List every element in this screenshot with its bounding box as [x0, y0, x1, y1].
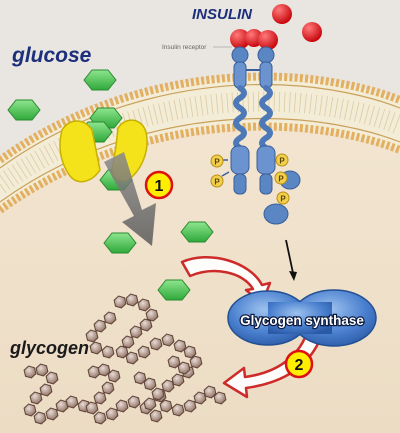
phosphate-icon: P [275, 153, 289, 167]
glycogen-unit-icon [203, 385, 217, 399]
glycogen-unit-icon [33, 411, 47, 425]
glycogen-synthase-enzyme: Glycogen synthase [227, 289, 377, 347]
glycogen-unit-icon [189, 355, 203, 369]
glycogen-unit-icon [115, 345, 129, 359]
phosphate-icon: P [276, 191, 290, 205]
glycogen-unit-icon [125, 351, 139, 365]
glycogen-unit-icon [161, 333, 175, 347]
insulin-molecule-icon [258, 30, 278, 50]
glycogen-unit-icon [137, 345, 151, 359]
glucose-transporter-icon [59, 119, 148, 183]
phosphate-icon: P [274, 171, 288, 185]
glucose-hexagon-icon [103, 232, 137, 254]
glycogen-chains [23, 293, 227, 425]
glycogen-unit-icon [143, 377, 157, 391]
phosphate-label: P [280, 195, 286, 204]
phosphate-icon: P [210, 174, 224, 188]
glycogen-synthase-label: Glycogen synthase [240, 313, 364, 328]
glycogen-unit-icon [133, 371, 147, 385]
insulin-receptor-label: Insulin receptor [162, 44, 207, 51]
glycogen-unit-icon [101, 381, 115, 395]
step-1-badge: 1 [144, 170, 174, 200]
glycogen-unit-icon [105, 407, 119, 421]
step-2-badge: 2 [284, 349, 314, 379]
glycogen-unit-icon [159, 399, 173, 413]
glycogen-unit-icon [101, 345, 115, 359]
glycogen-unit-icon [85, 401, 99, 415]
glycogen-unit-icon [151, 387, 165, 401]
glycogen-unit-icon [93, 319, 107, 333]
glycogen-unit-icon [23, 365, 37, 379]
phosphate-groups: P P P P P [210, 153, 290, 205]
insulin-molecule-icon [302, 22, 322, 42]
glycogen-unit-icon [121, 335, 135, 349]
glycogen-unit-icon [149, 337, 163, 351]
glycogen-unit-icon [115, 399, 129, 413]
insulin-molecule-icon [272, 4, 292, 24]
glycogen-unit-icon [129, 325, 143, 339]
phosphate-label: P [214, 158, 220, 167]
glycogen-unit-icon [93, 411, 107, 425]
glycogen-unit-icon [113, 295, 127, 309]
signal-arrow-icon [285, 239, 297, 281]
glycogen-unit-icon [167, 355, 181, 369]
glucose-hexagon-icon [7, 99, 41, 121]
glycogen-unit-icon [107, 369, 121, 383]
glycogen-unit-icon [183, 399, 197, 413]
insulin-molecules [230, 4, 322, 50]
glycogen-unit-icon [65, 395, 79, 409]
glycogen-unit-icon [45, 407, 59, 421]
glycogen-unit-icon [149, 409, 163, 423]
glycogen-unit-icon [139, 318, 153, 332]
glycogen-unit-icon [183, 345, 197, 359]
glycogen-unit-icon [173, 339, 187, 353]
step-1-label: 1 [155, 178, 164, 195]
insulin-label: INSULIN [192, 6, 253, 23]
glycogen-unit-icon [93, 391, 107, 405]
phosphate-label: P [279, 157, 285, 166]
glucose-uptake-arrow-icon [104, 152, 156, 246]
glycogen-unit-icon [161, 379, 175, 393]
glycogen-unit-icon [171, 373, 185, 387]
step-2-label: 2 [295, 357, 304, 374]
phosphate-label: P [214, 178, 220, 187]
glucose-label: glucose [11, 44, 92, 67]
glycogen-unit-icon [29, 391, 43, 405]
glycogen-unit-icon [23, 403, 37, 417]
glycogen-unit-icon [177, 361, 191, 375]
glycogen-unit-icon [145, 308, 159, 322]
glucose-hexagon-icon [157, 279, 191, 301]
glycogen-unit-icon [125, 293, 139, 307]
glycogen-unit-icon [171, 403, 185, 417]
glycogen-unit-icon [45, 371, 59, 385]
insulin-molecule-icon [230, 29, 250, 49]
glycogen-unit-icon [103, 311, 117, 325]
glycogen-unit-icon [143, 397, 157, 411]
phosphate-icon: P [210, 154, 224, 168]
glycogen-unit-icon [85, 329, 99, 343]
glycogen-label: glycogen [9, 338, 89, 358]
glycogen-unit-icon [89, 341, 103, 355]
phosphate-label: P [278, 175, 284, 184]
glycogen-unit-icon [97, 363, 111, 377]
glycogen-unit-icon [137, 298, 151, 312]
glycogen-unit-icon [39, 383, 53, 397]
glucose-hexagon-icon [180, 221, 214, 243]
glycogen-unit-icon [127, 395, 141, 409]
glycogen-unit-icon [213, 391, 227, 405]
glucose-hexagon-icon [83, 69, 117, 91]
glycogen-unit-icon [35, 363, 49, 377]
